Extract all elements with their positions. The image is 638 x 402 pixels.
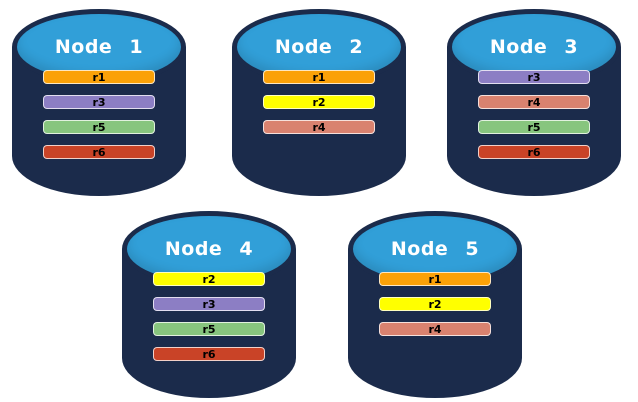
replica-label: r5: [527, 120, 541, 134]
node-5-label: Node 5: [390, 238, 480, 260]
replica-label: r2: [428, 297, 442, 311]
replica-label: r2: [202, 272, 216, 286]
replica-label: r4: [312, 120, 326, 134]
replica-label: r1: [92, 70, 106, 84]
replica-label: r5: [202, 322, 216, 336]
replica-bar-r5: r5: [153, 322, 265, 336]
replica-label: r4: [428, 322, 442, 336]
node-3-replica-list: r3 r4 r5 r6: [447, 70, 621, 159]
replica-label: r4: [527, 95, 541, 109]
node-1: Node 1 r1 r3 r5 r6: [12, 9, 186, 196]
node-1-label: Node 1: [54, 36, 144, 58]
replica-bar-r2: r2: [379, 297, 491, 311]
node-2: Node 2 r1 r2 r4: [232, 9, 406, 196]
replica-bar-r4: r4: [263, 120, 375, 134]
node-1-replica-list: r1 r3 r5 r6: [12, 70, 186, 159]
replica-bar-r1: r1: [379, 272, 491, 286]
node-1-cylinder-top: Node 1: [12, 9, 186, 85]
node-5: Node 5 r1 r2 r4: [348, 211, 522, 398]
node-3-label: Node 3: [489, 36, 579, 58]
node-5-replica-list: r1 r2 r4: [348, 272, 522, 336]
replica-label: r3: [202, 297, 216, 311]
replica-label: r6: [92, 145, 106, 159]
replica-bar-r2: r2: [153, 272, 265, 286]
node-4: Node 4 r2 r3 r5 r6: [122, 211, 296, 398]
replica-bar-r2: r2: [263, 95, 375, 109]
replica-bar-r6: r6: [153, 347, 265, 361]
replica-bar-r3: r3: [43, 95, 155, 109]
node-4-replica-list: r2 r3 r5 r6: [122, 272, 296, 361]
replica-bar-r6: r6: [43, 145, 155, 159]
replica-bar-r6: r6: [478, 145, 590, 159]
replica-label: r1: [312, 70, 326, 84]
node-2-replica-list: r1 r2 r4: [232, 70, 406, 134]
node-4-label: Node 4: [164, 238, 254, 260]
replica-bar-r3: r3: [153, 297, 265, 311]
replica-label: r6: [202, 347, 216, 361]
replica-bar-r5: r5: [43, 120, 155, 134]
replica-label: r5: [92, 120, 106, 134]
replica-bar-r3: r3: [478, 70, 590, 84]
replica-label: r1: [428, 272, 442, 286]
node-3: Node 3 r3 r4 r5 r6: [447, 9, 621, 196]
replica-bar-r4: r4: [379, 322, 491, 336]
replica-label: r2: [312, 95, 326, 109]
replica-label: r6: [527, 145, 541, 159]
replica-label: r3: [92, 95, 106, 109]
replica-bar-r5: r5: [478, 120, 590, 134]
replica-bar-r4: r4: [478, 95, 590, 109]
replica-label: r3: [527, 70, 541, 84]
replica-bar-r1: r1: [43, 70, 155, 84]
replica-bar-r1: r1: [263, 70, 375, 84]
node-4-cylinder-top: Node 4: [122, 211, 296, 287]
node-2-label: Node 2: [274, 36, 364, 58]
